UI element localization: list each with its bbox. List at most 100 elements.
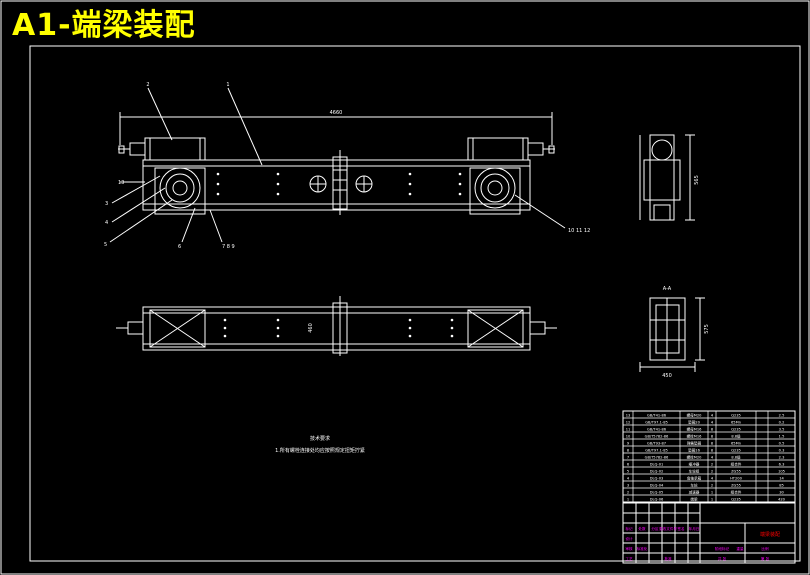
inner-frame [29, 45, 801, 562]
parts-cell: 2.3 [779, 455, 785, 459]
parts-cell: 端梁 [690, 496, 698, 501]
parts-cell: 0.3 [779, 448, 785, 452]
title-block [622, 502, 796, 564]
leader-1: 1 [226, 82, 229, 88]
tech-note-title: 技术要求 [310, 435, 330, 442]
parts-cell: 13 [626, 413, 631, 417]
leader-4: 4 [105, 220, 108, 226]
parts-cell: HT200 [730, 476, 742, 480]
dim-section-width: 450 [662, 373, 672, 379]
parts-cell: GB/T5782-86 [645, 455, 669, 459]
parts-cell: 螺母M20 [687, 412, 703, 417]
parts-cell: 30 [779, 490, 784, 494]
parts-cell: 12 [626, 420, 631, 424]
title-block-label: 重量 [736, 546, 744, 551]
parts-cell: 减速器 [689, 489, 700, 494]
parts-cell: 车轮组 [689, 468, 700, 473]
parts-cell: 7 [627, 455, 629, 459]
title-block-labels: 标记处数分区更改文件号签名年月日设计审核工艺批准标准化阶段标记重量比例共 张第 … [625, 526, 769, 561]
parts-cell: 0.2 [779, 420, 785, 424]
parts-cell: 9 [627, 441, 630, 445]
dim-side-height: 565 [694, 175, 700, 185]
parts-cell: DLQ-06 [650, 497, 664, 501]
drawing-title: A1-端梁装配 [12, 8, 196, 43]
parts-cell: GB/T93-87 [647, 441, 666, 445]
parts-cell: DLQ-04 [650, 483, 664, 487]
parts-cell: 4 [627, 476, 630, 480]
parts-cell: 8 [711, 427, 714, 431]
parts-cell: 2 [627, 490, 629, 494]
dim-section-height: 575 [704, 324, 710, 334]
leader-6: 6 [178, 244, 181, 250]
parts-cell: 组合件 [731, 489, 742, 494]
parts-cell: 垫圈20 [688, 419, 700, 424]
title-block-label: 阶段标记 [715, 546, 730, 551]
leader-3: 3 [105, 201, 108, 207]
leader-2: 2 [146, 82, 149, 88]
title-block-label: 审核 [625, 546, 633, 551]
parts-cell: 14 [779, 476, 784, 480]
parts-cell: 85 [779, 483, 784, 487]
parts-cell: 车轮 [690, 482, 698, 487]
parts-cell: 螺栓M16 [687, 433, 703, 438]
parts-cell: 8 [627, 448, 630, 452]
parts-cell: 4 [711, 413, 714, 417]
parts-cell: 2.5 [779, 413, 785, 417]
parts-cell: 角轴承箱 [687, 475, 702, 480]
dim-plan-width: 460 [308, 323, 314, 333]
title-block-label: 标准化 [637, 546, 648, 551]
title-block-label: 工艺 [625, 556, 633, 561]
parts-cell: 65Mn [731, 420, 741, 424]
parts-cell: DLQ-01 [650, 462, 664, 466]
parts-cell: 螺栓M20 [687, 454, 703, 459]
parts-cell: 3 [627, 483, 629, 487]
parts-cell: 8 [711, 441, 714, 445]
parts-cell: 1 [711, 490, 713, 494]
parts-cell: Q235 [731, 448, 741, 452]
title-block-label: 更改文件号 [659, 526, 677, 531]
parts-cell: 2 [711, 469, 713, 473]
parts-cell: 螺母M16 [687, 426, 703, 431]
leader-13: 13 [118, 180, 124, 186]
parts-cell: 10 [626, 434, 631, 438]
parts-cell: 0.5 [779, 441, 785, 445]
parts-cell: 垫圈16 [688, 447, 700, 452]
parts-cell: 8.8级 [731, 433, 741, 438]
parts-cell: GB/T5782-86 [645, 434, 669, 438]
parts-cell: 105 [778, 469, 785, 473]
title-block-drawing-name: 端梁装配 [760, 531, 780, 538]
parts-cell: 420 [778, 497, 786, 501]
dim-overall-length: 4660 [330, 110, 343, 116]
parts-cell: 2 [711, 483, 713, 487]
parts-cell: 1.5 [779, 434, 785, 438]
parts-cell: 4 [711, 420, 714, 424]
parts-cell: 4 [711, 476, 714, 480]
parts-cell: GB/T41-86 [647, 413, 667, 417]
title-block-label: 年月日 [689, 526, 700, 531]
leader-7-8-9: 7 8 9 [222, 244, 235, 250]
title-block-label: 比例 [761, 546, 769, 551]
parts-cell: 65Mn [731, 441, 741, 445]
parts-cell: 4 [711, 455, 714, 459]
dimension-text-layer: 4660 565 460 575 450 A-A 1 2 3 4 5 6 7 8… [104, 82, 710, 454]
front-view [109, 87, 566, 243]
parts-cell: 弹簧垫圈 [687, 440, 702, 445]
tech-note-line: 1.所有螺栓连接处均应按照规定扭矩拧紧 [275, 447, 365, 454]
parts-cell: ZG55 [731, 469, 741, 473]
parts-cell: 5 [627, 469, 629, 473]
parts-cell: GB/T41-86 [647, 427, 667, 431]
title-block-label: 共 张 [718, 556, 727, 561]
leader-10-11-12: 10 11 12 [568, 228, 590, 234]
parts-cell: 组合件 [731, 461, 742, 466]
parts-cell: 6 [627, 462, 630, 466]
side-view [639, 134, 695, 221]
parts-cell: DLQ-03 [650, 476, 664, 480]
parts-cell: 6.3 [779, 462, 785, 466]
parts-cell: GB/T97.1-85 [645, 448, 668, 452]
parts-cell: Q235 [731, 413, 741, 417]
parts-cell: DLQ-02 [650, 469, 664, 473]
parts-cell: GB/T97.1-85 [645, 420, 668, 424]
